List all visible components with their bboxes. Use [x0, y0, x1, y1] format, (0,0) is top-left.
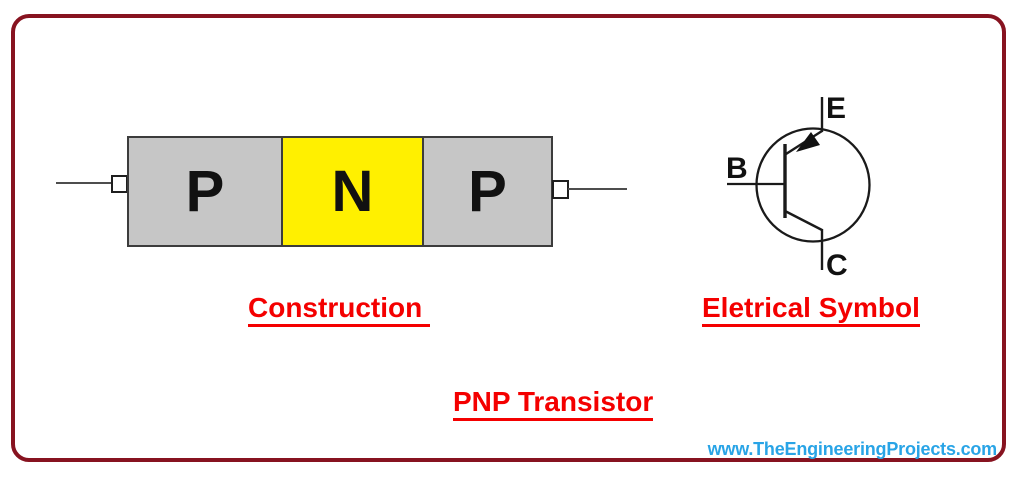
page-border	[11, 14, 1006, 462]
left-lead-connector	[111, 175, 128, 193]
base-label: B	[726, 152, 748, 185]
diagram-title: PNP Transistor	[453, 388, 654, 421]
watermark: www.TheEngineeringProjects.com	[707, 439, 998, 459]
right-lead-wire	[568, 188, 627, 190]
symbol-caption: Eletrical Symbol	[702, 294, 920, 327]
block-p-right-label: P	[468, 159, 507, 224]
collector-label: C	[826, 249, 848, 282]
collector-lead-diagonal	[784, 209, 823, 232]
right-lead-connector	[552, 180, 569, 199]
block-p-right: P	[422, 138, 551, 245]
pnp-blocks: P N P	[127, 136, 553, 247]
construction-caption: Construction	[248, 294, 430, 327]
transistor-symbol-icon: E B C	[726, 92, 871, 282]
block-n-label: N	[331, 159, 374, 224]
emitter-label: E	[826, 92, 846, 125]
block-p-left: P	[129, 138, 281, 245]
block-p-left-label: P	[185, 159, 225, 224]
emitter-arrow-icon	[796, 132, 820, 152]
block-n: N	[281, 138, 422, 245]
left-lead-wire	[56, 182, 112, 184]
